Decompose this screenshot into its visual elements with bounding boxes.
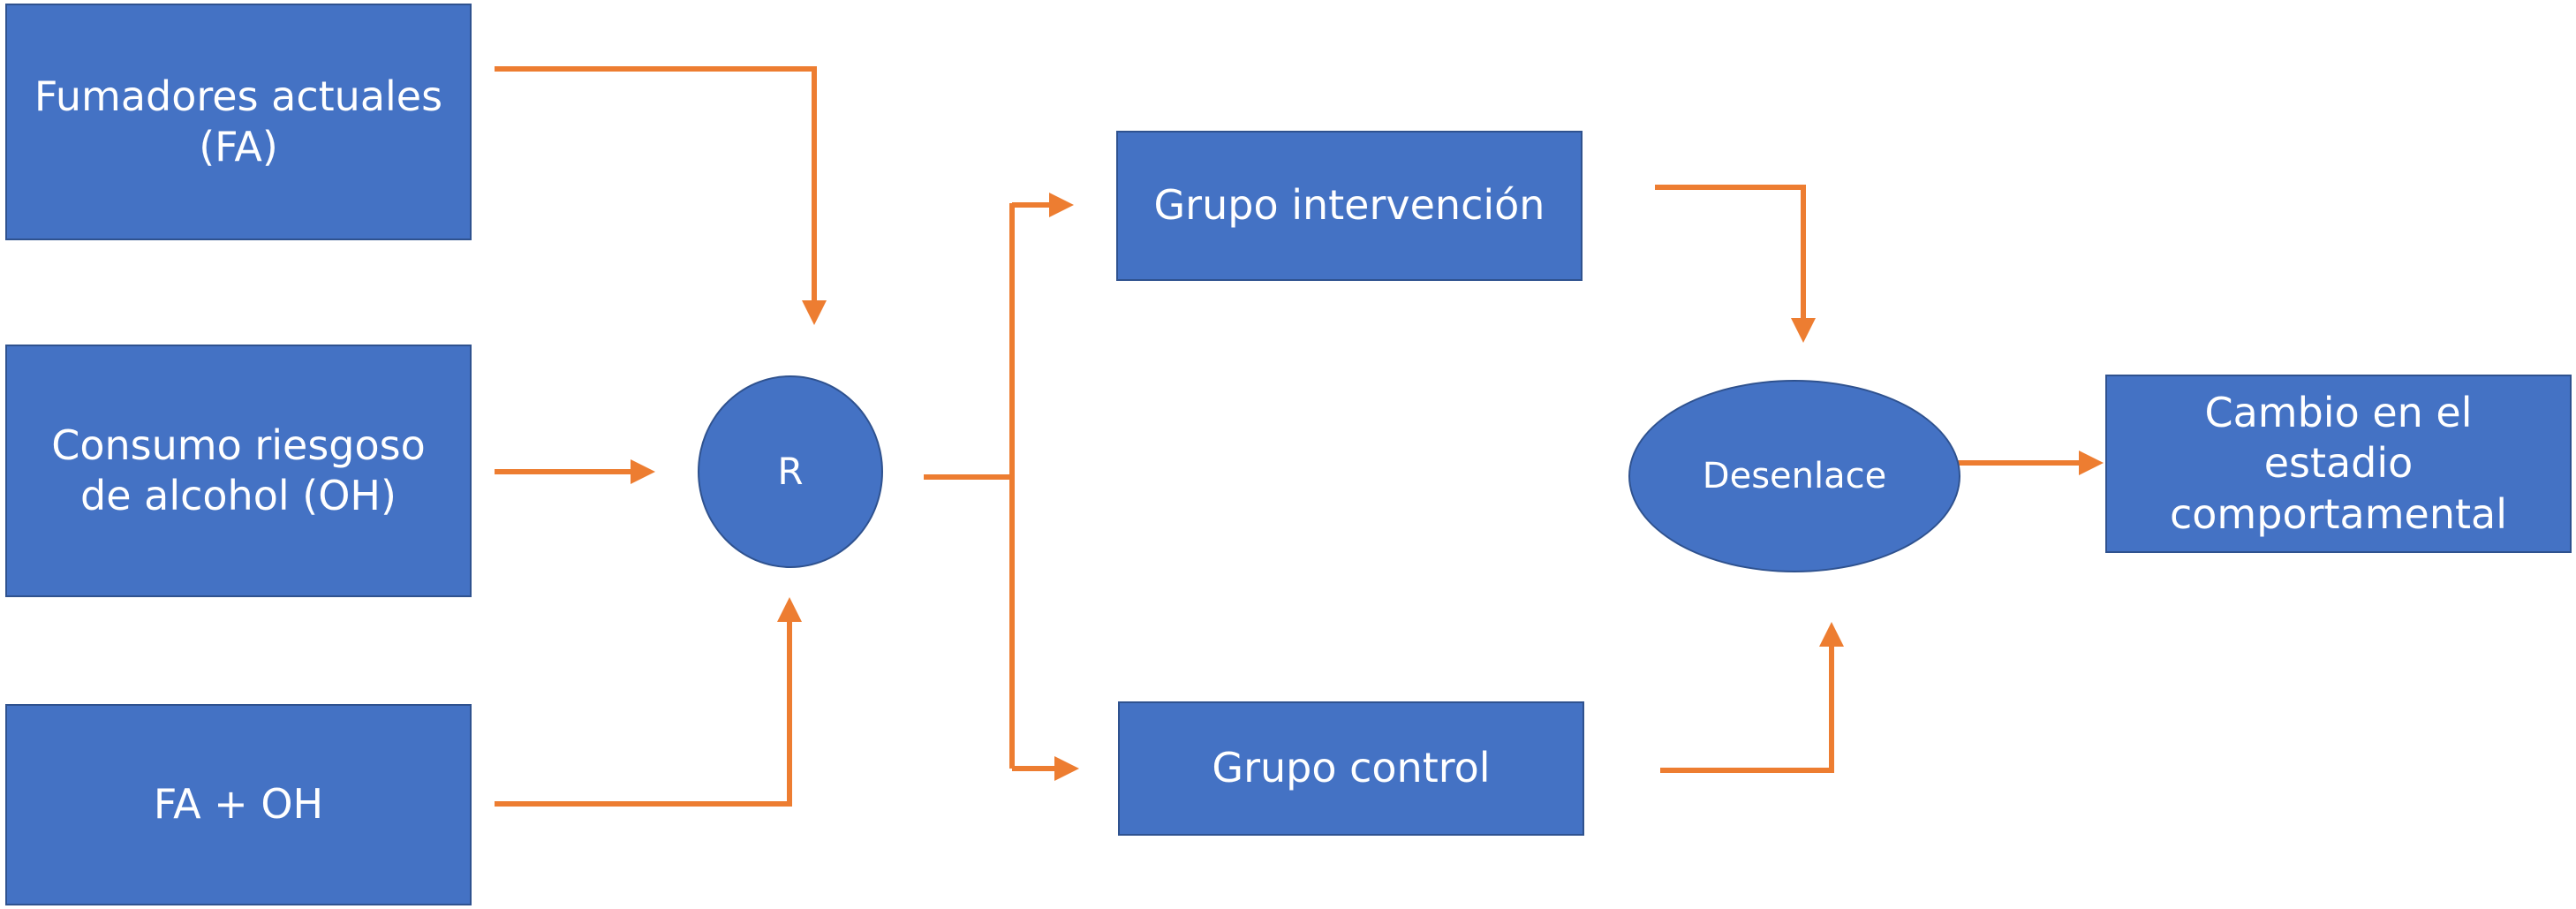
node-label: Desenlace [1702,456,1887,496]
arrowhead-intervencion-to-desenlace [1791,318,1816,343]
connector-fa-to-r [495,66,817,300]
node-label: Grupo control [1212,744,1491,792]
arrowhead-control-to-desenlace [1819,622,1844,647]
node-cambio-estadio: Cambio en el estadio comportamental [2105,375,2572,553]
node-randomization: R [698,375,883,568]
arrowhead-faoh-to-r [777,597,802,622]
node-grupo-control: Grupo control [1118,701,1584,836]
arrowhead-fa-to-r [802,300,827,325]
node-label: FA + OH [153,780,324,829]
arrowhead-oh-to-r [631,459,655,484]
node-label: Fumadores actuales (FA) [34,72,443,171]
node-label: Consumo riesgoso de alcohol (OH) [51,420,426,520]
connector-control-to-desenlace [1660,645,1834,773]
node-label: Grupo intervención [1153,181,1545,230]
arrowhead-r-to-control [1054,756,1079,781]
node-grupo-intervencion: Grupo intervención [1116,131,1583,281]
node-consumo-riesgoso-alcohol: Consumo riesgoso de alcohol (OH) [5,345,472,597]
arrowhead-desenlace-to-cambio [2079,451,2104,475]
node-label: Cambio en el estadio comportamental [2170,388,2507,538]
node-fumadores-actuales: Fumadores actuales (FA) [5,4,472,240]
node-fa-oh: FA + OH [5,704,472,905]
connector-faoh-to-r [495,620,792,807]
arrowhead-r-to-intervencion [1049,193,1074,217]
node-label: R [777,449,804,493]
node-desenlace: Desenlace [1628,380,1960,572]
connector-intervencion-to-desenlace [1655,185,1806,320]
